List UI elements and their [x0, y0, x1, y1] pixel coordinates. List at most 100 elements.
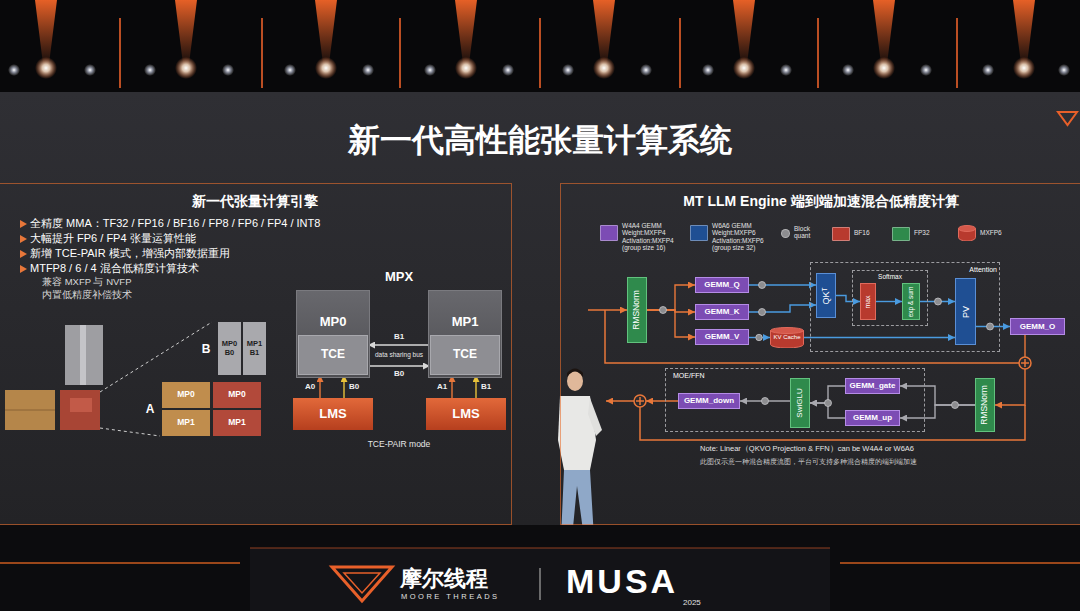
- box-heading: MP1: [429, 315, 501, 330]
- spotlights: [733, 57, 755, 79]
- spotlights: [780, 64, 792, 76]
- bullet-marker: [20, 265, 27, 273]
- add-junction: [634, 357, 1031, 407]
- stage-beams: [455, 0, 477, 64]
- note-text: Note: Linear（QKVO Projection & FFN）can b…: [700, 445, 914, 454]
- unit-name: MPX: [385, 270, 413, 285]
- platform-name: MUSA: [566, 562, 678, 601]
- stage-truss: [679, 18, 681, 88]
- stage-beams: [35, 0, 1035, 64]
- speaker: [588, 398, 602, 436]
- tile: MP1 B1: [243, 322, 266, 375]
- connector: [647, 310, 695, 337]
- box-label: exp & sum: [907, 286, 914, 317]
- operand-letter: B: [202, 343, 211, 357]
- stage-beams: [175, 0, 197, 64]
- spotlights: [424, 64, 436, 76]
- edge-label: B1: [481, 382, 491, 391]
- gemm-box: GEMM_Q: [695, 277, 749, 293]
- norm-box: RMSNorm: [627, 277, 647, 343]
- bullet-text: MTFP8 / 6 / 4 混合低精度计算技术: [30, 262, 199, 275]
- spotlights: [8, 57, 1070, 79]
- brand-logo: [332, 567, 392, 601]
- stage-truss: [261, 18, 263, 88]
- box-label: MP0 B0: [218, 340, 241, 357]
- bullet-text: 新增 TCE-PAIR 模式，增强内部数据重用: [30, 247, 230, 260]
- sub-bullet-text: 内置低精度补偿技术: [42, 290, 132, 301]
- legend-text: BF16: [854, 229, 884, 236]
- edge-label: B1: [394, 332, 404, 341]
- edge-label: A0: [305, 382, 315, 391]
- slide-title: 新一代高性能张量计算系统: [0, 122, 1080, 159]
- spotlights: [455, 57, 477, 79]
- matmul-box: PV: [955, 278, 976, 345]
- box-label: MP1: [228, 418, 245, 428]
- residual-path: [646, 400, 678, 402]
- connector: [319, 375, 320, 398]
- spotlights: [1058, 64, 1070, 76]
- block-quant-dot: [759, 282, 766, 289]
- legend-swatch: [832, 227, 850, 241]
- box-label: GEMM_O: [1020, 322, 1056, 331]
- box-heading: Softmax: [853, 273, 927, 280]
- block-quant-dot: [759, 309, 766, 316]
- tensor-tiles: [5, 390, 55, 430]
- legend-text: MXFP6: [980, 229, 1020, 236]
- brand-name: MOORE THREADS: [401, 593, 500, 602]
- spotlights: [315, 57, 337, 79]
- spotlights: [502, 64, 514, 76]
- block-quant-dot: [660, 307, 667, 314]
- block-quant-dot: [935, 298, 942, 305]
- gemm-box: GEMM_down: [678, 393, 740, 409]
- bullet-marker: [20, 220, 27, 228]
- legend-swatch: [781, 229, 790, 238]
- legend-swatch: [600, 225, 618, 241]
- stage-beams: [315, 0, 337, 64]
- box-label: GEMM_down: [684, 396, 734, 405]
- activation-box: SwiGLU: [790, 378, 810, 428]
- processor-box: TCEMP0: [296, 290, 370, 378]
- add-junction: [1024, 359, 1026, 367]
- box-label: LMS: [319, 407, 346, 422]
- block-quant-dot: [952, 402, 959, 409]
- spotlights: [284, 64, 296, 76]
- connector: [900, 405, 975, 418]
- block-quant-dot: [987, 323, 994, 330]
- box-label: RMSNorm: [980, 385, 990, 425]
- spotlights: [144, 64, 156, 76]
- gemm-box: GEMM_K: [695, 304, 749, 320]
- edge-label: A1: [437, 382, 447, 391]
- brand-name: 摩尔线程: [400, 566, 488, 591]
- edge-label: B0: [394, 369, 404, 378]
- residual-path: [640, 405, 1025, 440]
- matmul-box: QKᵀ: [816, 273, 836, 318]
- brand-separator: [539, 568, 541, 600]
- floor-light: [0, 562, 240, 564]
- group-box: maxexp & sumSoftmax: [852, 270, 928, 326]
- box-label: GEMM_Q: [704, 280, 740, 289]
- connector: [475, 375, 476, 398]
- tile: MP0: [162, 382, 210, 408]
- bullet-marker: [20, 220, 27, 273]
- tile: MP0: [213, 382, 261, 408]
- add-junction: [1019, 357, 1031, 369]
- gemm-box: GEMM_V: [695, 329, 749, 345]
- box-label: SwiGLU: [795, 388, 804, 417]
- legend-text: W4A4 GEMM Weight:MXFP4 Activation:MXFP4 …: [622, 222, 684, 252]
- stage-truss: [120, 18, 957, 88]
- tensor-tiles: [80, 325, 86, 385]
- spotlights: [8, 64, 20, 76]
- connector: [647, 285, 695, 310]
- stage-front-panel: [250, 548, 830, 611]
- stage-truss: [399, 18, 401, 88]
- add-junction: [634, 395, 646, 407]
- box-label: KV Cache: [773, 334, 800, 341]
- box-label: GEMM_up: [853, 413, 892, 422]
- spotlights: [562, 64, 574, 76]
- box-label: PV: [960, 305, 970, 317]
- legend-text: Block quant: [794, 225, 826, 240]
- block-quant-dot: [825, 400, 832, 407]
- bullet-text: 全精度 MMA：TF32 / FP16 / BF16 / FP8 / FP6 /…: [30, 217, 320, 230]
- add-junction: [639, 397, 641, 405]
- stage-floor: [0, 525, 1080, 611]
